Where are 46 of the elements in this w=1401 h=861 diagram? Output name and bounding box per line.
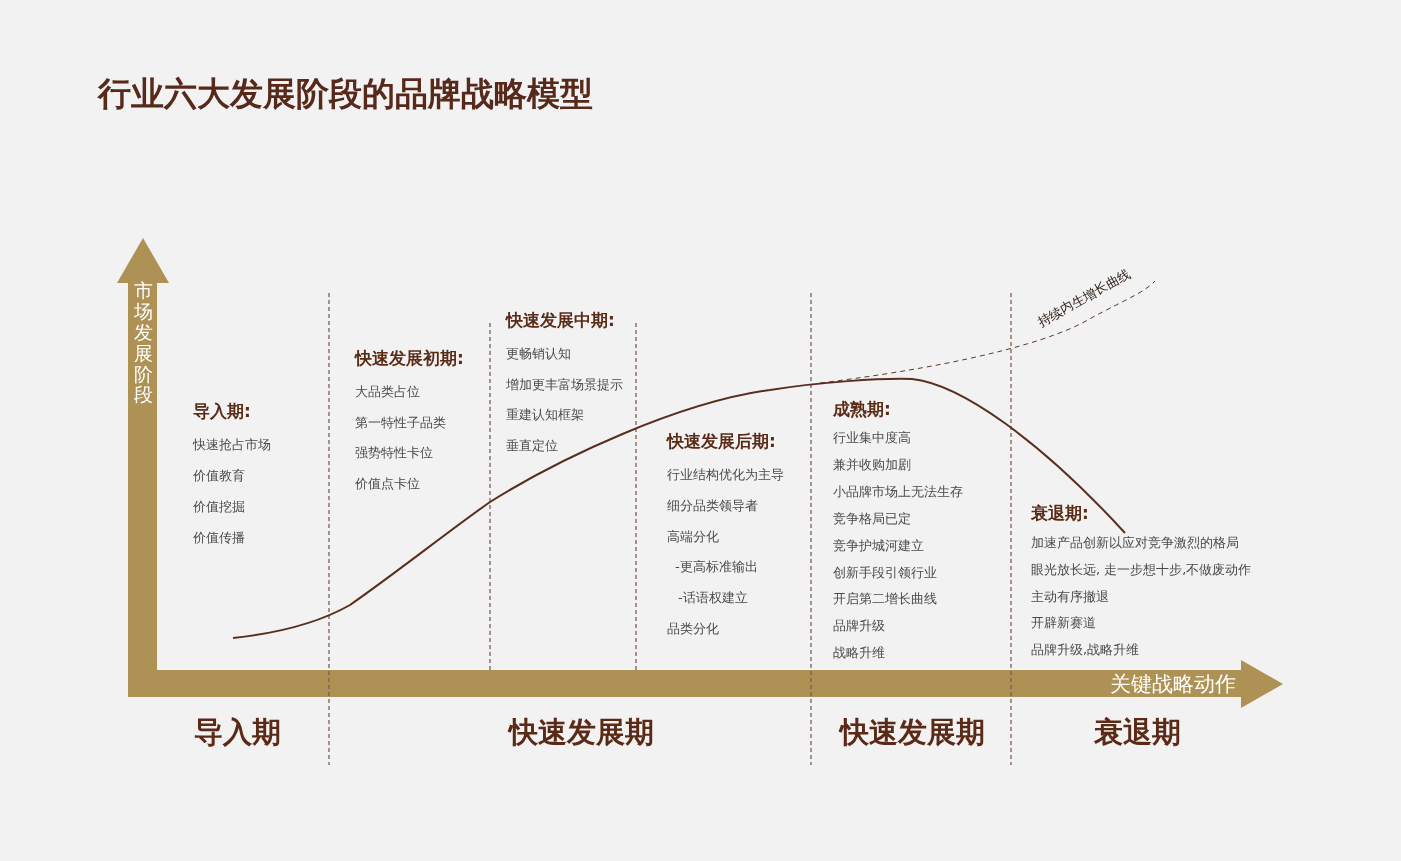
strategy-item: 竞争护城河建立 [833,537,924,554]
stage-heading: 衰退期: [1031,503,1089,525]
stage-heading: 快速发展初期: [355,348,464,370]
axis-label: 关键战略动作 [1110,671,1236,697]
stage-heading: 快速发展中期: [506,310,615,332]
strategy-item: 高端分化 [667,528,719,545]
strategy-item: 行业结构优化为主导 [667,466,784,484]
strategy-item: -更高标准输出 [675,559,758,576]
strategy-item: 主动有序撤退 [1031,588,1109,605]
strategy-item: 强势特性卡位 [355,445,433,462]
stage-heading: 成熟期: [833,399,891,421]
strategy-item: 价值挖掘 [193,498,245,516]
strategy-item: 开启第二增长曲线 [833,591,937,608]
phase-name: 快速发展期 [839,714,985,750]
strategy-item: -话语权建立 [678,590,748,607]
strategy-item: 更畅销认知 [506,345,571,363]
strategy-item: 品牌升级,战略升维 [1031,642,1140,659]
axis-label: 市场发展阶段 [134,280,153,406]
curve-label: 持续内生增长曲线 [1034,265,1134,331]
phase-name: 衰退期 [1093,714,1181,750]
strategy-item: 竞争格局已定 [833,510,911,527]
strategy-item: 大品类占位 [355,383,420,401]
phase-name: 导入期 [193,714,281,750]
stage-heading: 快速发展后期: [667,431,776,453]
strategy-item: 垂直定位 [506,437,558,455]
strategy-item: 品类分化 [667,620,719,638]
strategy-item: 战略升维 [833,645,885,662]
strategy-item: 增加更丰富场景提示 [506,376,623,393]
page-title: 行业六大发展阶段的品牌战略模型 [98,74,593,114]
phase-name: 快速发展期 [508,714,654,750]
strategy-item: 小品牌市场上无法生存 [833,483,963,500]
strategy-item: 细分品类领导者 [667,497,758,514]
strategy-item: 品牌升级 [833,618,885,635]
strategy-item: 价值传播 [193,529,245,547]
strategy-item: 创新手段引领行业 [833,564,937,581]
strategy-item: 第一特性子品类 [355,414,446,431]
strategy-item: 加速产品创新以应对竞争激烈的格局 [1031,534,1239,552]
strategy-item: 快速抢占市场 [193,436,271,454]
strategy-item: 开辟新赛道 [1031,615,1096,632]
strategy-item: 行业集中度高 [833,429,911,447]
strategy-item: 价值点卡位 [355,475,420,493]
strategy-item: 兼并收购加剧 [833,456,911,473]
strategy-item: 价值教育 [193,467,245,485]
strategy-item: 眼光放长远, 走一步想十步,不做废动作 [1031,561,1252,578]
strategy-item: 重建认知框架 [506,407,584,424]
stage-heading: 导入期: [193,401,251,423]
